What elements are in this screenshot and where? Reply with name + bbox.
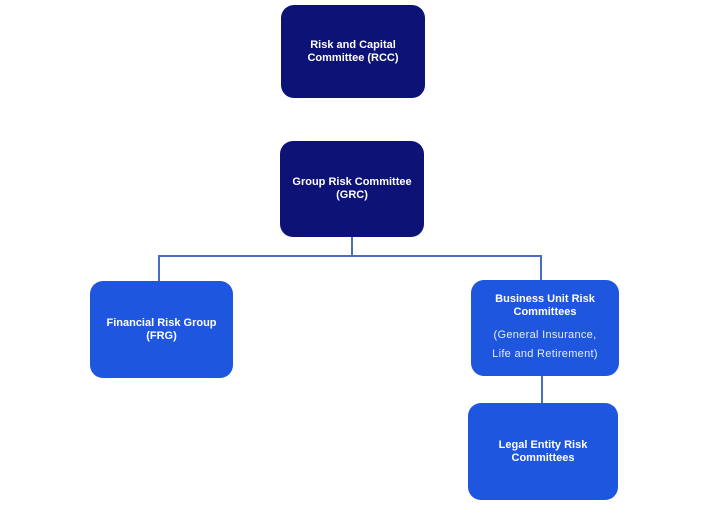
connector-grc-to-burc	[540, 255, 542, 280]
node-sublabel-line: Life and Retirement)	[492, 347, 598, 360]
connector-horizontal-bar	[158, 255, 542, 257]
node-label-line: Financial Risk Group	[106, 316, 217, 329]
node-business-unit-risk-committees: Business Unit Risk Committees (General I…	[471, 280, 619, 376]
connector-grc-to-frg	[158, 255, 160, 281]
connector-grc-stem	[351, 237, 353, 256]
node-label-line: (FRG)	[146, 329, 177, 342]
connector-burc-to-lerc	[541, 376, 543, 403]
node-legal-entity-risk-committees: Legal Entity Risk Committees	[468, 403, 618, 500]
node-group-risk-committee: Group Risk Committee (GRC)	[280, 141, 424, 237]
node-risk-and-capital-committee: Risk and Capital Committee (RCC)	[281, 5, 425, 98]
node-label-line: Group Risk Committee	[292, 176, 412, 188]
node-financial-risk-group: Financial Risk Group (FRG)	[90, 281, 233, 378]
node-label-line: Committee (RCC)	[307, 51, 399, 64]
node-sublabel-line: (General Insurance,	[493, 328, 597, 341]
node-label-line: (GRC)	[336, 189, 368, 201]
node-label-line: Risk and Capital	[310, 38, 396, 51]
node-label-line: Committees	[511, 451, 575, 464]
node-label-line: Committees	[513, 305, 577, 318]
node-label-line: Legal Entity Risk	[498, 438, 588, 451]
node-label-line: Business Unit Risk	[495, 292, 595, 305]
